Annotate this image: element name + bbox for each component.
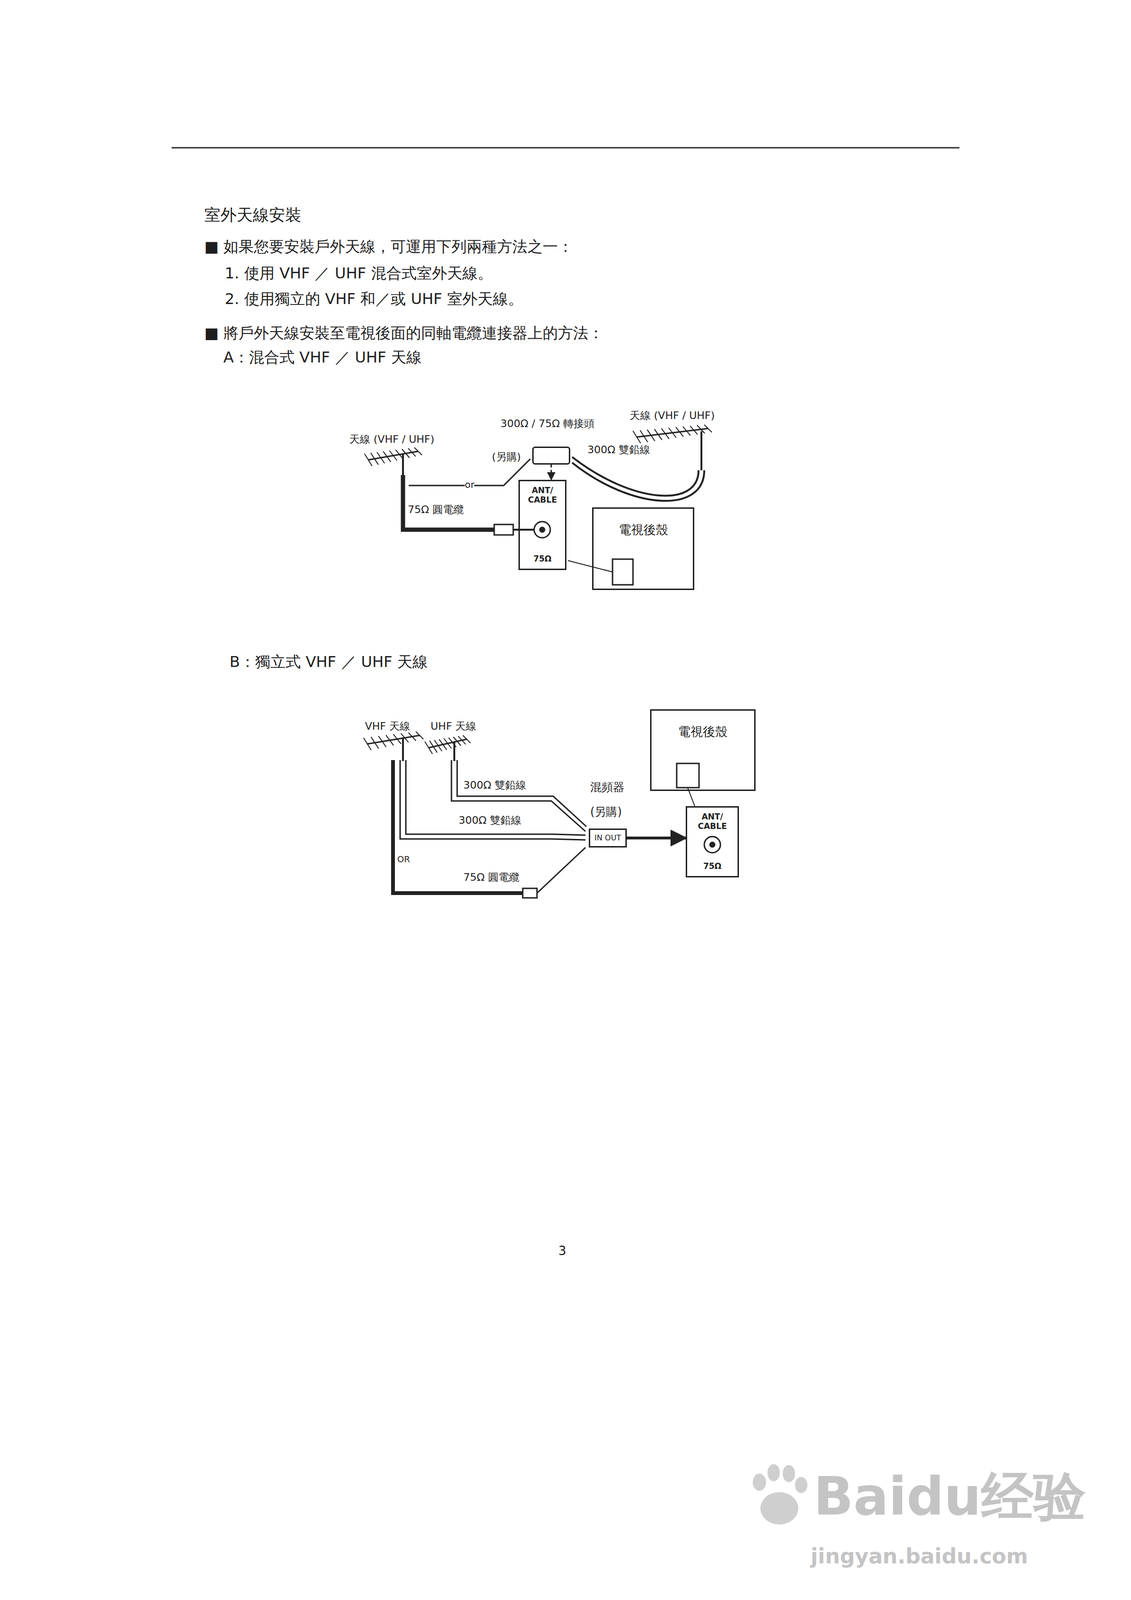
cable-label: 300Ω 雙鉛線 (463, 779, 527, 792)
watermark-text: Baidu经验 (813, 1465, 1086, 1529)
cable-label: 75Ω 圓電纜 (463, 871, 520, 884)
section-heading: A：混合式 VHF ／ UHF 天線 (223, 348, 422, 367)
watermark-url: jingyan.baidu.com (810, 1544, 1028, 1570)
mixer-box: 混頻器(另購)IN OUT (588, 828, 627, 848)
cable-label: 75Ω 圓電纜 (407, 503, 464, 517)
connector (626, 836, 686, 840)
callout-text: 混頻器 (590, 780, 625, 795)
callout-text: (另購) (491, 450, 521, 464)
cables (392, 457, 721, 899)
connector (550, 464, 553, 480)
antenna-label: 天線 (VHF / UHF) (629, 409, 715, 422)
adapter-box: 300Ω / 75Ω 轉接頭(另購) (532, 446, 571, 465)
page-number: 3 (558, 1244, 567, 1259)
watermark-logo (752, 1464, 808, 1525)
antenna-label: UHF 天線 (430, 720, 477, 733)
callout-text: (另購) (590, 805, 623, 820)
antenna-label: 天線 (VHF / UHF) (349, 433, 435, 446)
tv-back-panel: 電視後殼 (592, 507, 695, 591)
impedance-label: 75Ω (533, 554, 552, 565)
or-label: or (464, 479, 475, 491)
jack-label: ANT/ CABLE (697, 812, 728, 832)
instruction-text: ■ 如果您要安裝戶外天線，可運用下列兩種方法之一： (204, 237, 574, 256)
cable-label: 300Ω 雙鉛線 (458, 814, 522, 827)
antenna-jack-panel: ANT/ CABLE 75Ω (685, 806, 739, 878)
antenna-jack-panel: ANT/ CABLE 75Ω (518, 479, 567, 571)
jack-label: ANT/ CABLE (527, 486, 558, 505)
tv-back-panel: 電視後殼 (650, 709, 756, 792)
cable-label: 300Ω 雙鉛線 (587, 443, 651, 457)
section-heading: B：獨立式 VHF ／ UHF 天線 (229, 652, 428, 671)
instruction-text: ■ 將戶外天線安裝至電視後面的同軸電纜連接器上的方法： (204, 324, 604, 343)
list-item: 1. 使用 VHF ／ UHF 混合式室外天線。 (224, 264, 493, 283)
or-label: OR (397, 854, 411, 865)
port-label: IN OUT (594, 833, 622, 843)
page-title: 室外天線安裝 (204, 205, 302, 225)
callout-text: 300Ω / 75Ω 轉接頭 (500, 417, 595, 431)
box-text: 電視後殼 (598, 523, 689, 538)
box-text: 電視後殼 (656, 725, 750, 740)
page-rule (171, 147, 960, 149)
antenna-label: VHF 天線 (364, 720, 411, 733)
list-item: 2. 使用獨立的 VHF 和／或 UHF 室外天線。 (224, 289, 524, 308)
impedance-label: 75Ω (703, 862, 722, 872)
